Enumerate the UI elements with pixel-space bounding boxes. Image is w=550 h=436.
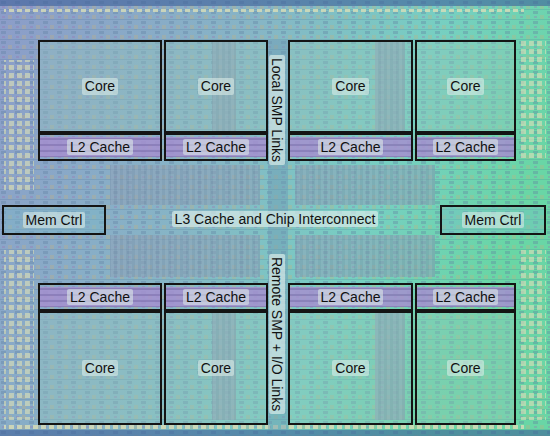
link-label: Remote SMP + I/O Links: [269, 254, 285, 414]
l2-cache-region: L2 Cache: [38, 283, 162, 311]
region-label: L3 Cache and Chip Interconnect: [172, 211, 379, 227]
region-label: Core: [332, 78, 368, 94]
core-region: Core: [164, 311, 268, 425]
region-label: L2 Cache: [433, 289, 499, 305]
core-region: Core: [415, 40, 516, 133]
region-label: L2 Cache: [67, 289, 133, 305]
region-label: L2 Cache: [318, 139, 384, 155]
region-label: Core: [332, 360, 368, 376]
core-region: Core: [288, 40, 413, 133]
core-region: Core: [288, 311, 413, 425]
region-label: L2 Cache: [183, 139, 249, 155]
cache-array: [40, 137, 160, 157]
region-label: L2 Cache: [67, 139, 133, 155]
core-region: Core: [38, 311, 162, 425]
region-label: Core: [198, 78, 234, 94]
l2-cache-region: L2 Cache: [415, 283, 516, 311]
region-label: Core: [447, 360, 483, 376]
cache-array: [166, 137, 266, 157]
cache-array: [290, 287, 411, 307]
region-label: Core: [447, 78, 483, 94]
cache-array: [40, 287, 160, 307]
region-label: Core: [198, 360, 234, 376]
core-region: Core: [415, 311, 516, 425]
cache-array: [417, 137, 514, 157]
l2-cache-region: L2 Cache: [164, 283, 268, 311]
l2-cache-region: L2 Cache: [164, 133, 268, 161]
l2-cache-region: L2 Cache: [288, 133, 413, 161]
l2-cache-region: L2 Cache: [38, 133, 162, 161]
cache-array: [290, 137, 411, 157]
l2-cache-region: L2 Cache: [415, 133, 516, 161]
region-label: Mem Ctrl: [23, 212, 86, 228]
core-region: Core: [164, 40, 268, 133]
region-label: Core: [82, 360, 118, 376]
cache-array: [166, 287, 266, 307]
link-label: Local SMP Links: [269, 55, 285, 165]
memory-controller-box: Mem Ctrl: [2, 205, 106, 235]
region-label: L2 Cache: [318, 289, 384, 305]
region-label: Core: [82, 78, 118, 94]
cache-array: [417, 287, 514, 307]
region-label: L2 Cache: [433, 139, 499, 155]
l2-cache-region: L2 Cache: [288, 283, 413, 311]
core-region: Core: [38, 40, 162, 133]
region-label: L2 Cache: [183, 289, 249, 305]
region-label: Mem Ctrl: [462, 212, 525, 228]
memory-controller-box: Mem Ctrl: [440, 205, 546, 235]
